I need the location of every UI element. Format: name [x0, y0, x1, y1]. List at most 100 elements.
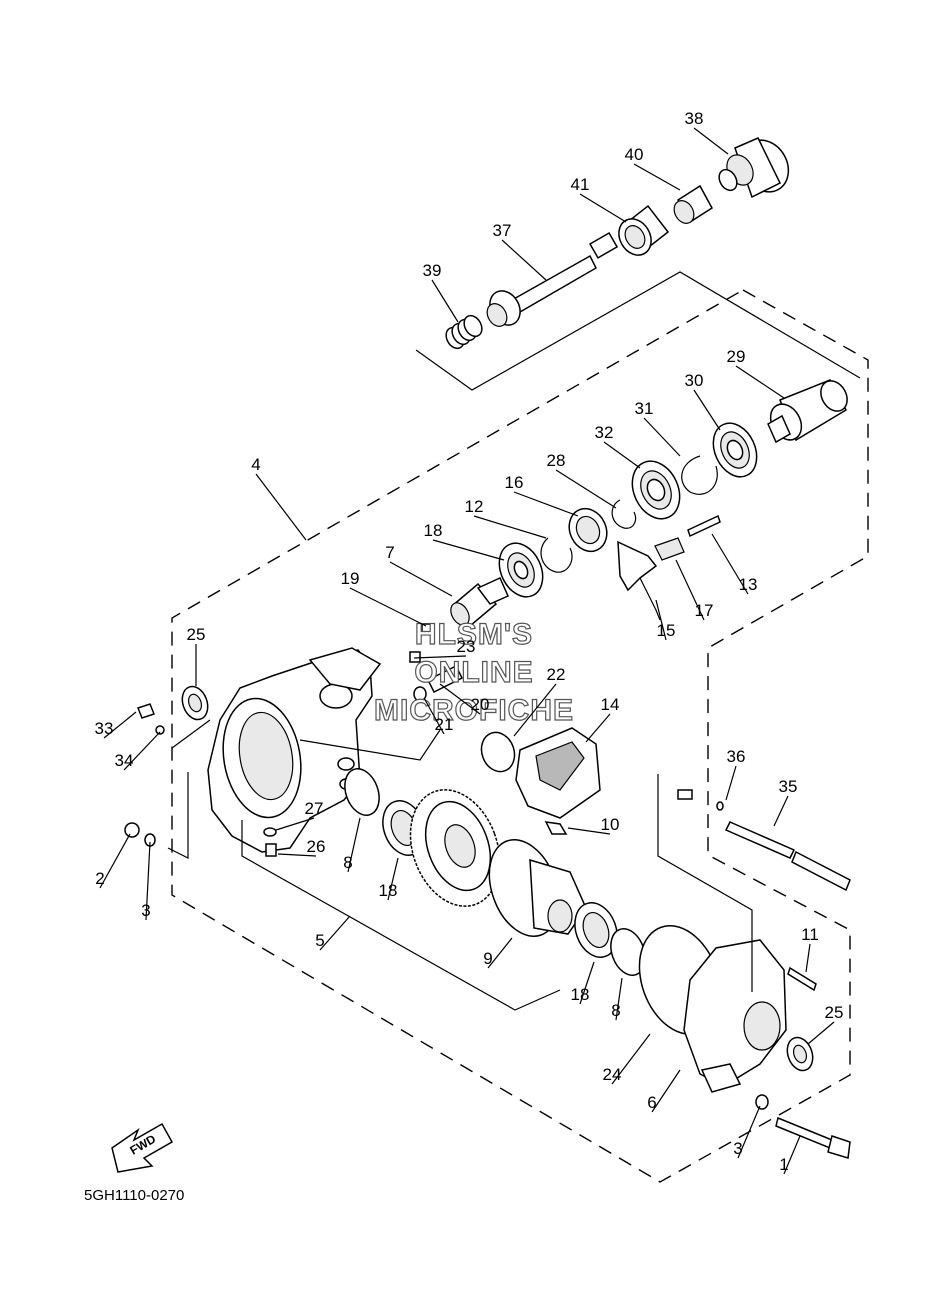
callout-leader-29 — [735, 365, 785, 399]
callout-label-18: 18 — [379, 881, 398, 900]
part-25-seal-left — [181, 685, 209, 721]
callout-leader-19 — [349, 587, 427, 627]
callout-leader-10 — [567, 827, 611, 835]
callout-label-15: 15 — [657, 621, 676, 640]
part-19-23-20-21-small-parts — [409, 623, 464, 702]
callout-leader-39 — [431, 279, 459, 323]
callout-leader-37 — [501, 239, 547, 281]
part-25-seal-right — [786, 1036, 814, 1072]
callout-leader-18 — [387, 857, 399, 901]
part-2-3-left-washers — [124, 822, 156, 847]
callout-leader-9 — [487, 937, 513, 969]
part-29-coupling — [767, 379, 848, 444]
drawing-code: 5GH1110-0270 — [84, 1187, 184, 1204]
callout-label-36: 36 — [727, 747, 746, 766]
callout-label-8: 8 — [343, 853, 352, 872]
callout-label-32: 32 — [595, 423, 614, 442]
part-41-boot — [618, 204, 670, 256]
callout-leader-7 — [389, 561, 453, 597]
part-10-bolt — [544, 821, 568, 835]
callout-leader-18 — [432, 539, 505, 561]
callout-label-19: 19 — [341, 569, 360, 588]
callout-label-24: 24 — [603, 1065, 622, 1084]
callout-label-27: 27 — [305, 799, 324, 818]
callout-label-25: 25 — [187, 625, 206, 644]
callout-label-20: 20 — [471, 695, 490, 714]
part-14-cover — [515, 727, 601, 819]
callout-label-13: 13 — [739, 575, 758, 594]
callout-label-41: 41 — [571, 175, 590, 194]
callout-label-18: 18 — [424, 521, 443, 540]
part-13-pin — [687, 514, 721, 538]
part-33-34-bolt-washer — [137, 703, 165, 735]
callout-label-28: 28 — [547, 451, 566, 470]
callout-label-7: 7 — [385, 543, 394, 562]
callout-label-30: 30 — [685, 371, 704, 390]
callout-label-12: 12 — [465, 497, 484, 516]
callout-leader-18 — [579, 961, 595, 1005]
callout-label-11: 11 — [801, 925, 819, 944]
ring-gear — [409, 789, 501, 907]
callout-label-31: 31 — [635, 399, 654, 418]
callout-leader-32 — [603, 441, 641, 469]
callout-label-2: 2 — [95, 869, 104, 888]
callout-label-8: 8 — [611, 1001, 620, 1020]
callout-label-40: 40 — [625, 145, 644, 164]
callout-leader-28 — [555, 469, 617, 509]
callout-leader-41 — [579, 193, 627, 223]
callout-leader-13 — [711, 533, 749, 595]
callout-leader-24 — [611, 1033, 651, 1085]
part-1-bolt — [775, 1116, 851, 1159]
callout-leader-23 — [413, 655, 467, 659]
part-16-gear — [568, 507, 608, 553]
shaft-group-bracket — [415, 271, 861, 391]
callout-label-38: 38 — [685, 109, 704, 128]
watermark-line-3: MICROFICHE — [374, 694, 574, 727]
callout-label-6: 6 — [647, 1093, 656, 1112]
part-15-shift-fork — [617, 540, 661, 621]
part-36-pin — [677, 789, 724, 811]
callout-label-37: 37 — [493, 221, 512, 240]
fwd-arrow-icon: FWD — [111, 1122, 174, 1173]
callout-leader-8 — [615, 977, 623, 1021]
callout-leader-17 — [675, 559, 705, 621]
callout-label-1: 1 — [779, 1155, 788, 1174]
callout-label-26: 26 — [307, 837, 326, 856]
callout-leader-15 — [655, 599, 667, 641]
callout-label-9: 9 — [483, 949, 492, 968]
callout-label-35: 35 — [779, 777, 798, 796]
callout-leader-4 — [255, 473, 307, 541]
watermark-line-1: HLSM'S — [415, 618, 533, 651]
callout-leader-3 — [737, 1105, 761, 1159]
callout-label-3: 3 — [141, 901, 150, 920]
callout-leader-30 — [693, 389, 721, 431]
callout-leader-1 — [783, 1135, 801, 1175]
callout-leader-26 — [277, 853, 317, 857]
callout-leader-22 — [513, 683, 557, 737]
part-35-shaft — [724, 821, 851, 892]
part-31-bearing — [712, 422, 758, 478]
part-18-bearing-lower — [574, 902, 618, 958]
part-28-snap-ring — [611, 499, 637, 529]
part-7-pinion — [450, 577, 509, 628]
callout-leader-25 — [807, 1021, 835, 1045]
callout-label-39: 39 — [423, 261, 442, 280]
callout-layer: 1233456788910111213141516171818181920212… — [95, 109, 843, 1175]
group-bracket-housing — [171, 719, 441, 761]
callout-leader-34 — [123, 731, 161, 771]
callout-label-29: 29 — [727, 347, 746, 366]
callout-leader-21 — [423, 697, 445, 735]
part-3-washer-right — [755, 1094, 769, 1110]
assembly-boundary-4 — [171, 289, 869, 1183]
callout-leader-5 — [319, 915, 351, 951]
callout-label-3: 3 — [733, 1139, 742, 1158]
callout-label-4: 4 — [251, 455, 260, 474]
callout-leader-35 — [773, 795, 789, 827]
part-22-o-ring — [480, 731, 516, 773]
group-bracket-right — [657, 774, 753, 992]
part-18-bearing-upper — [498, 542, 544, 598]
callout-leader-31 — [643, 417, 681, 457]
part-11-bolt — [787, 966, 817, 992]
